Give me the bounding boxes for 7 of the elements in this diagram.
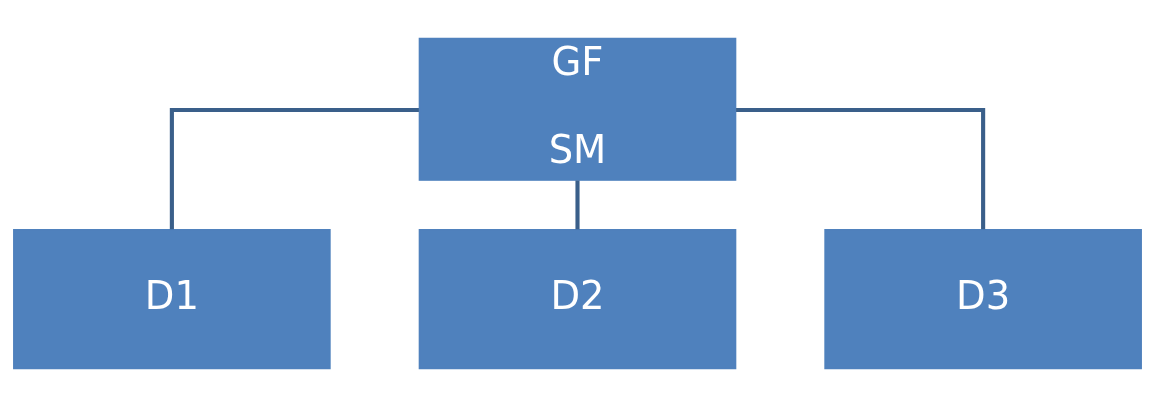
node-box: D3 — [824, 228, 1142, 370]
connector — [169, 107, 419, 230]
connector — [736, 107, 986, 230]
connector — [575, 180, 580, 230]
node-box: D1 — [13, 228, 331, 370]
node-box: GF SM — [418, 37, 737, 181]
node-box: D2 — [418, 228, 737, 370]
